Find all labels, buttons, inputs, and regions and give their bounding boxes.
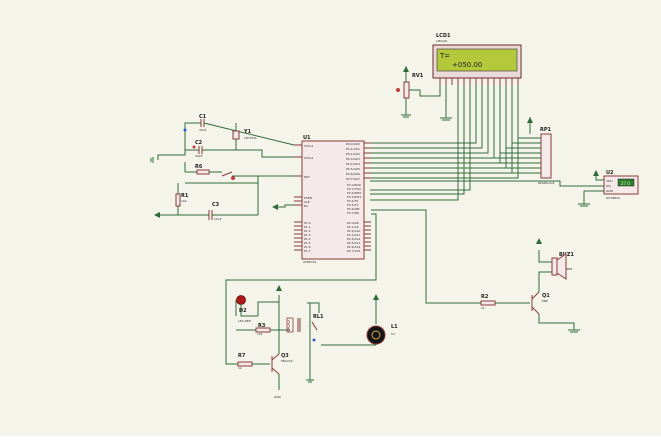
svg-text:P1.4: P1.4 (304, 237, 311, 241)
svg-text:PN2222: PN2222 (281, 359, 293, 363)
svg-text:PSEN: PSEN (304, 196, 312, 200)
r7-ref: R7 (238, 353, 246, 359)
svg-text:LED-RED: LED-RED (238, 319, 252, 323)
lcd-ref: LCD1 (436, 33, 451, 39)
svg-text:30pF: 30pF (195, 154, 203, 158)
svg-text:1k: 1k (481, 306, 485, 310)
svg-text:P0.1/AD1: P0.1/AD1 (346, 147, 360, 151)
temperature-sensor-u2[interactable]: U2 27.0 VDD DQ GND DS18B20 (370, 170, 639, 207)
svg-text:RST: RST (304, 175, 310, 179)
svg-text:P1.3: P1.3 (304, 233, 311, 237)
svg-text:P0.4/AD4: P0.4/AD4 (346, 162, 360, 166)
lcd-line1: T= (439, 52, 450, 60)
svg-text:P2.3/A11: P2.3/A11 (347, 233, 361, 237)
u1-ref: U1 (303, 135, 311, 141)
svg-text:P1.0: P1.0 (304, 221, 311, 225)
rp1-value: RESPACK-8 (538, 181, 554, 185)
svg-text:5V: 5V (391, 332, 396, 336)
resistor-pack-rp1[interactable]: RP1 RESPACK-8 (476, 117, 554, 185)
svg-text:P1.5: P1.5 (304, 241, 311, 245)
u2-display: 27.0 (621, 181, 630, 186)
u1-value: AT89C52 (303, 260, 316, 264)
svg-text:10k: 10k (181, 199, 187, 203)
svg-text:P1.6: P1.6 (304, 245, 311, 249)
svg-text:P3.0/RXD: P3.0/RXD (347, 183, 362, 187)
svg-text:P2.1/A9: P2.1/A9 (347, 225, 359, 229)
svg-text:P2.7/A15: P2.7/A15 (347, 249, 361, 253)
lcd-screen (436, 48, 518, 72)
rv1-ref: RV1 (412, 73, 424, 79)
lcd-line2: +050.00 (452, 61, 482, 69)
svg-text:P1.1: P1.1 (304, 225, 311, 229)
svg-text:P0.6/AD6: P0.6/AD6 (346, 172, 360, 176)
lcd-pins (439, 78, 519, 85)
svg-text:P3.7/RD: P3.7/RD (347, 211, 360, 215)
y1-ref: Y1 (243, 129, 252, 135)
r2-ref: R2 (481, 294, 489, 300)
svg-text:DQ: DQ (606, 184, 611, 188)
svg-text:P3.6/WR: P3.6/WR (347, 207, 360, 211)
svg-text:CRYSTAL: CRYSTAL (244, 136, 257, 140)
svg-text:XTAL1: XTAL1 (304, 144, 313, 148)
u2-value: DS18B20 (606, 196, 620, 200)
r3-ref: R3 (258, 323, 266, 329)
svg-text:30pF: 30pF (199, 128, 207, 132)
rl1-ref: RL1 (313, 314, 324, 320)
svg-text:VDD: VDD (606, 179, 613, 183)
svg-text:P2.4/A12: P2.4/A12 (347, 237, 361, 241)
svg-text:P3.5/T1: P3.5/T1 (347, 203, 358, 207)
lcd-value: LM016L (436, 39, 448, 43)
c1-ref: C1 (199, 114, 207, 120)
svg-text:P2.0/A8: P2.0/A8 (347, 221, 359, 225)
svg-text:P0.7/AD7: P0.7/AD7 (346, 177, 360, 181)
r1-ref: R1 (181, 193, 189, 199)
svg-text:P2.2/A10: P2.2/A10 (347, 229, 361, 233)
svg-text:P0.5/AD5: P0.5/AD5 (346, 167, 360, 171)
svg-text:P3.3/INT1: P3.3/INT1 (347, 195, 362, 199)
microcontroller-u1[interactable]: U1 AT89C52 XTAL1 XTAL2 RST PSEN ALE EA P… (294, 135, 371, 264)
svg-text:P1.2: P1.2 (304, 229, 311, 233)
reset-circuit: R6 R1 10k C3 10uF (154, 162, 294, 221)
svg-text:10k: 10k (257, 332, 263, 336)
oscillator-circuit: C1 30pF C2 30pF Y1 CRYSTAL (150, 114, 295, 163)
lcd-module[interactable]: LCD1 LM016L T= +050.00 (432, 33, 522, 85)
svg-text:PNP: PNP (542, 299, 548, 303)
q1-ref: Q1 (542, 293, 550, 299)
relay-driver-circuit: R7 1k Q3 PN2222 GND D2 LED-RED R3 10k RL… (225, 213, 398, 399)
c3-ref: C3 (212, 202, 220, 208)
q3-ref: Q3 (281, 353, 289, 359)
c2-ref: C2 (195, 140, 203, 146)
svg-text:P0.3/AD3: P0.3/AD3 (346, 157, 360, 161)
svg-text:10uF: 10uF (214, 217, 222, 221)
rp1-ref: RP1 (540, 127, 552, 133)
buzzer-circuit: R2 1k Q1 PNP BUZ1 BUZZER (371, 209, 580, 333)
lcd-gnd (440, 85, 452, 121)
u1-pin-stubs (294, 142, 371, 251)
potentiometer-rv1[interactable]: RV1 (396, 66, 441, 118)
svg-text:GND: GND (606, 189, 614, 193)
svg-text:P3.4/T0: P3.4/T0 (347, 199, 358, 203)
svg-text:1k: 1k (238, 366, 242, 370)
r6-ref: R6 (195, 164, 203, 170)
svg-text:ALE: ALE (304, 200, 310, 204)
svg-text:P3.1/TXD: P3.1/TXD (347, 187, 361, 191)
svg-text:P0.2/AD2: P0.2/AD2 (346, 152, 360, 156)
svg-text:XTAL2: XTAL2 (304, 156, 313, 160)
svg-text:GND: GND (274, 395, 282, 399)
lcd-data-bus (370, 85, 519, 201)
d2-ref: D2 (239, 308, 247, 314)
u2-ref: U2 (606, 170, 614, 176)
svg-text:P2.5/A13: P2.5/A13 (347, 241, 361, 245)
svg-text:P1.7: P1.7 (304, 249, 311, 253)
svg-text:P3.2/INT0: P3.2/INT0 (347, 191, 362, 195)
svg-text:P0.0/AD0: P0.0/AD0 (346, 142, 360, 146)
buz1-ref: BUZ1 (559, 252, 574, 258)
l1-ref: L1 (391, 324, 398, 330)
svg-text:EA: EA (304, 204, 309, 208)
svg-text:P2.6/A14: P2.6/A14 (347, 245, 361, 249)
